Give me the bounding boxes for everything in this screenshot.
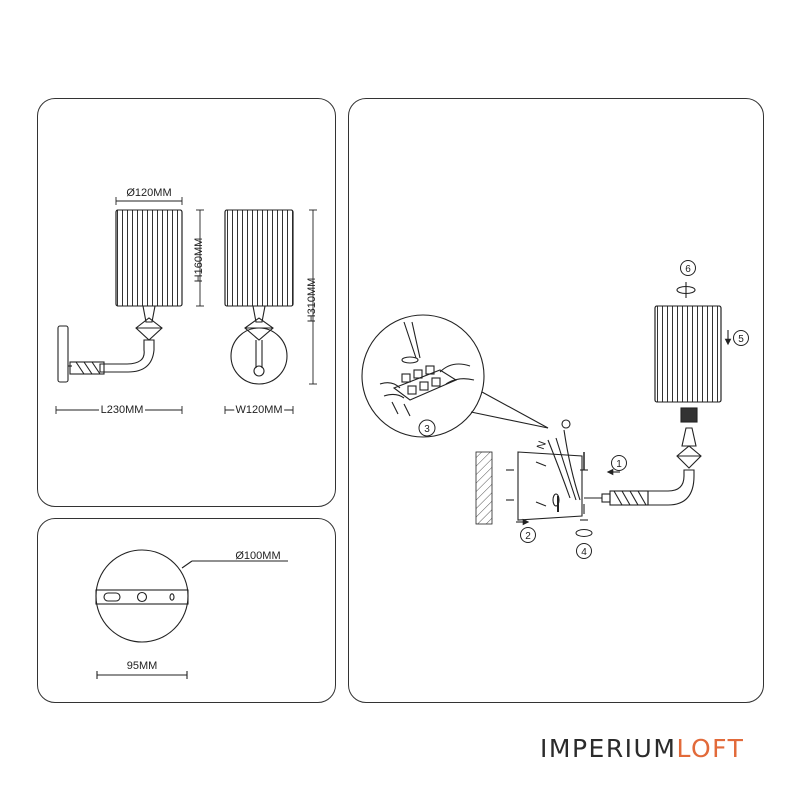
step-4-label: 4 (581, 547, 587, 558)
step-4-marker (576, 543, 592, 559)
wall-section (475, 451, 493, 525)
brand-logo-part1: IMPERIUM (540, 734, 677, 763)
front-view-lamp (224, 209, 294, 385)
mounting-plate (506, 419, 620, 526)
shade-height-label: H160MM (193, 238, 205, 283)
width-label: W120MM (235, 404, 282, 416)
base-diameter-label: Ø100MM (235, 550, 280, 562)
step-6-marker (680, 260, 696, 276)
finial-nut-4 (575, 529, 593, 537)
step-6-label: 6 (685, 264, 691, 275)
brand-logo: IMPERIUMLOFT (540, 734, 744, 763)
step-2-marker (520, 527, 536, 543)
dim-lines-side (55, 197, 204, 414)
terminal-block-detail (361, 314, 549, 438)
dim-lines-front (224, 209, 317, 414)
side-view-lamp (57, 209, 183, 383)
lamp-assembly (584, 282, 732, 506)
shade-diameter-label: Ø120MM (126, 187, 171, 199)
step-5-label: 5 (738, 334, 744, 345)
step-5-marker (733, 330, 749, 346)
wire-n-label: N (535, 440, 549, 452)
step-2-label: 2 (525, 531, 531, 542)
step-3-label: 3 (424, 424, 430, 435)
brand-logo-part2: LOFT (676, 734, 745, 763)
step-1-marker (611, 455, 627, 471)
base-plate-drawing (95, 549, 288, 679)
total-height-label: H310MM (306, 278, 318, 323)
mount-width-label: 95MM (127, 660, 158, 672)
length-label: L230MM (101, 404, 144, 416)
step-1-label: 1 (616, 459, 622, 470)
step-3-marker (418, 419, 436, 437)
